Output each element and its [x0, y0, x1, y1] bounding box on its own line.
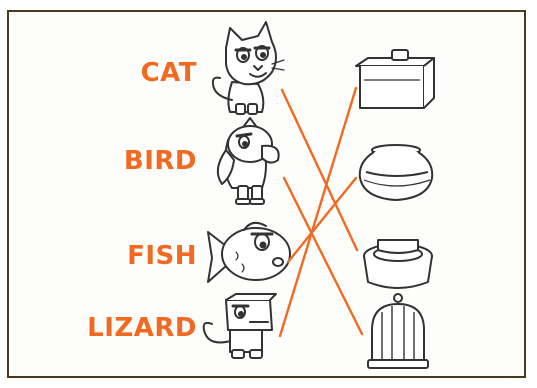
- match-line-cat-to-bed: [282, 90, 357, 250]
- cat-icon: [213, 22, 284, 114]
- fishbowl-icon: [360, 145, 432, 200]
- answer-lines: [280, 88, 362, 336]
- pet-bed-icon: [364, 240, 432, 288]
- match-line-bird-to-cage: [284, 178, 362, 334]
- fish-icon: [208, 223, 290, 282]
- match-line-fish-to-bowl: [288, 178, 356, 262]
- bird-icon: [218, 118, 279, 204]
- aquarium-tank-icon: [356, 50, 434, 108]
- lizard-icon: [204, 294, 276, 358]
- birdcage-icon: [368, 294, 428, 368]
